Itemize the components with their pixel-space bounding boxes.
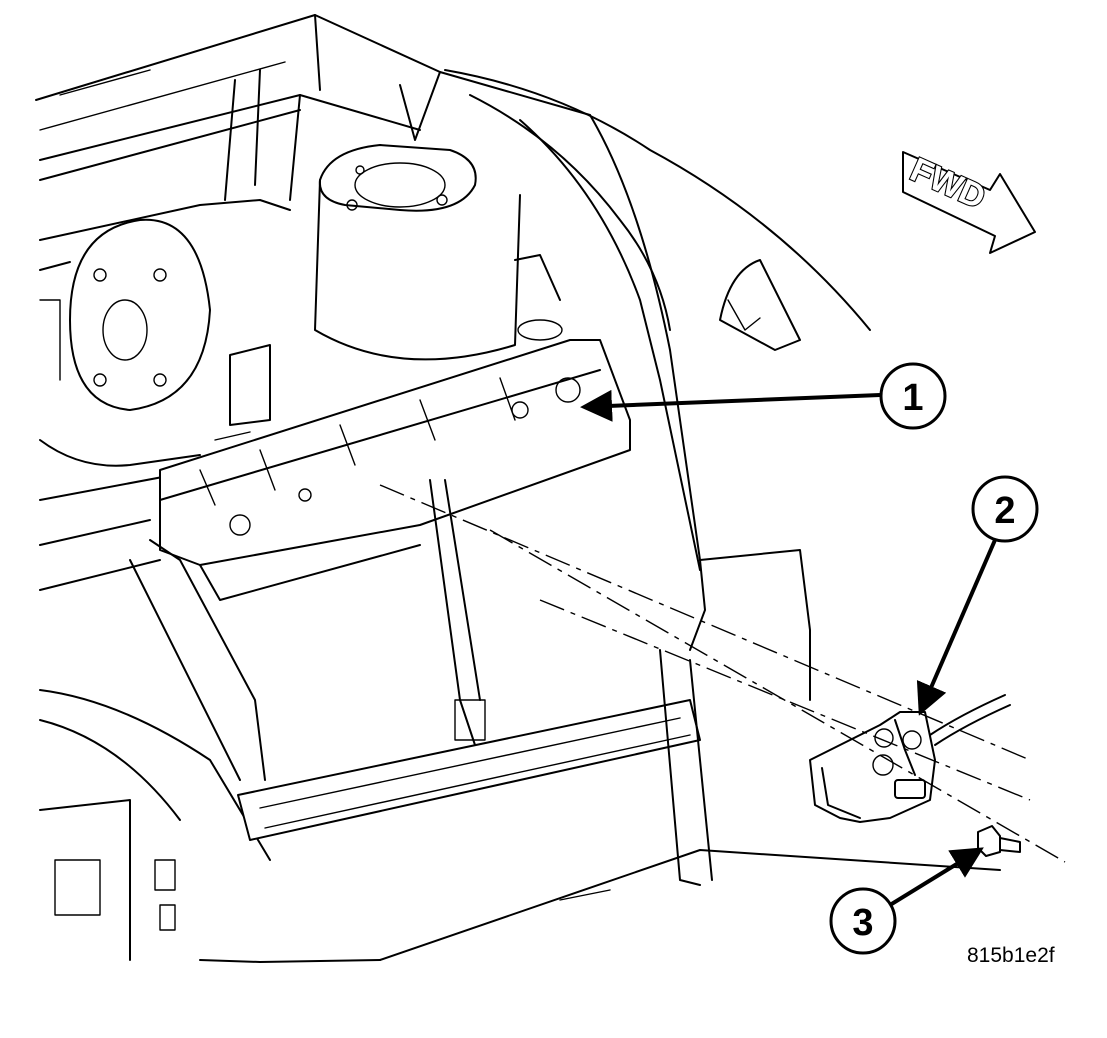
- callout-2-number: 2: [994, 490, 1015, 532]
- hood-latch: [809, 694, 1011, 823]
- callout-1-number: 1: [902, 377, 923, 419]
- upper-body-structure: [35, 14, 591, 501]
- radiator-support-frame: [39, 479, 1001, 963]
- radiator-closure-panel: [159, 319, 631, 601]
- callout-1-circle: [879, 362, 947, 430]
- callout-3-circle: [829, 887, 897, 955]
- bolt: [977, 825, 1021, 857]
- forward-direction-arrow: FWD: [902, 149, 1036, 254]
- alignment-lines: [379, 484, 1066, 863]
- callout-3: 3: [829, 847, 984, 955]
- fender: [444, 69, 871, 701]
- figure-code: 815b1e2f: [967, 944, 1055, 967]
- callout-1: 1: [580, 362, 947, 430]
- callout-2: 2: [916, 475, 1039, 716]
- callout-3-number: 3: [852, 902, 873, 944]
- callout-2-circle: [971, 475, 1039, 543]
